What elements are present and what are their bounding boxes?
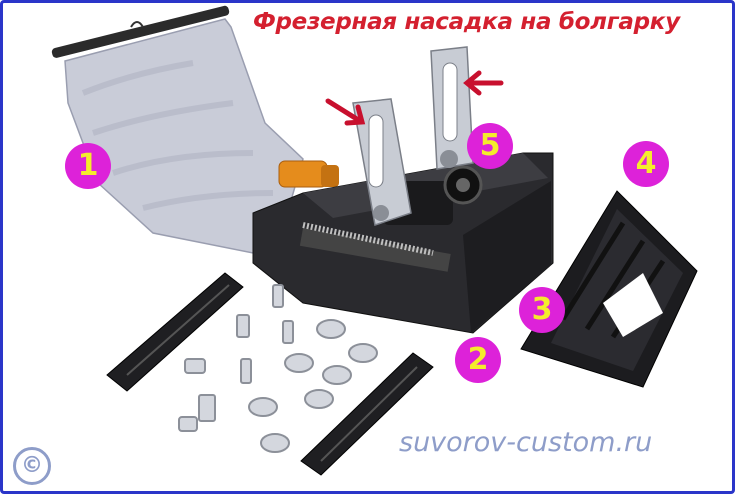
triangle-guide [520, 190, 698, 388]
marker-2: 2 [455, 337, 501, 383]
milling-base [252, 152, 554, 334]
marker-4: 4 [623, 141, 669, 187]
guide-rails [106, 272, 434, 476]
red-arrows [325, 70, 504, 126]
marker-5: 5 [467, 123, 513, 169]
marker-3: 3 [519, 287, 565, 333]
metal-brackets [352, 46, 474, 226]
copyright-icon: © [13, 447, 51, 485]
hardware [178, 284, 378, 453]
photo-caption: Фрезерная насадка на болгарку [253, 9, 680, 35]
hose-connector [278, 160, 339, 188]
dust-bag [51, 5, 304, 254]
marker-1: 1 [65, 143, 111, 189]
watermark: suvorov-custom.ru [399, 427, 653, 458]
product-photo [51, 5, 698, 476]
